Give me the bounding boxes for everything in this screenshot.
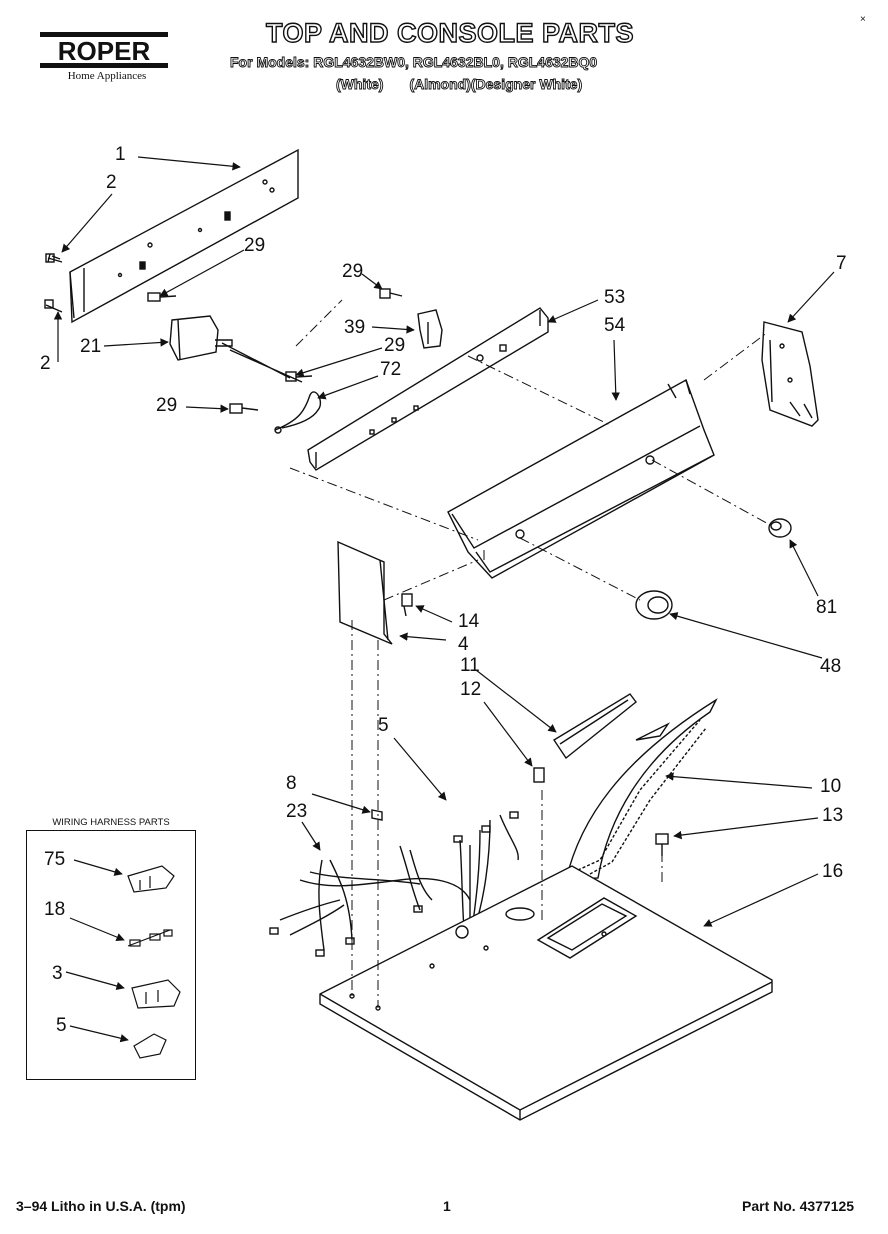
timer-part-21 bbox=[169, 315, 303, 383]
console-part-54 bbox=[447, 378, 715, 579]
callout-4: 4 bbox=[458, 634, 469, 655]
dryer-top-part-16 bbox=[319, 865, 773, 1121]
screw-part-29-c bbox=[229, 403, 259, 414]
color-almond: (Almond) bbox=[409, 76, 471, 93]
clip-part-8 bbox=[371, 809, 383, 821]
knob-part-81 bbox=[768, 518, 792, 538]
connector-part-5-inset bbox=[133, 1033, 167, 1059]
lint-housing-part-11 bbox=[553, 693, 637, 760]
callout-48: 48 bbox=[820, 656, 842, 677]
corner-mark: × bbox=[860, 14, 866, 25]
harness-callout-18: 18 bbox=[44, 899, 66, 920]
harness-callout-75: 75 bbox=[44, 849, 66, 870]
callout-29-c: 29 bbox=[156, 395, 178, 416]
wiring-harness-title: WIRING HARNESS PARTS bbox=[52, 817, 170, 828]
callout-72: 72 bbox=[380, 359, 402, 380]
brand-wordmark: ROPER bbox=[58, 36, 151, 66]
callout-2-top: 2 bbox=[106, 172, 117, 193]
roper-logo-graphic: ROPER bbox=[40, 32, 168, 68]
callout-53: 53 bbox=[604, 287, 626, 308]
harness-callout-5: 5 bbox=[56, 1015, 67, 1036]
switch-part-39 bbox=[417, 309, 443, 349]
footer-litho: 3–94 Litho in U.S.A. (tpm) bbox=[16, 1198, 186, 1214]
bracket-part-53 bbox=[307, 307, 549, 471]
harness-callout-3: 3 bbox=[52, 963, 63, 984]
rear-panel-part-1 bbox=[69, 148, 299, 324]
callout-29-a: 29 bbox=[244, 235, 266, 256]
callout-8: 8 bbox=[286, 773, 297, 794]
callout-13: 13 bbox=[822, 805, 844, 826]
screw-part-2-lower bbox=[44, 299, 63, 313]
footer-page-number: 1 bbox=[443, 1198, 451, 1214]
callout-14: 14 bbox=[458, 611, 480, 632]
callout-29-d: 29 bbox=[342, 261, 364, 282]
color-white: (White) bbox=[336, 76, 384, 93]
terminal-part-18 bbox=[127, 929, 173, 947]
page-title: TOP AND CONSOLE PARTS bbox=[265, 17, 635, 48]
callout-10: 10 bbox=[820, 776, 842, 797]
wire-harness-part-5 bbox=[269, 811, 519, 957]
model-numbers: For Models: RGL4632BW0, RGL4632BL0, RGL4… bbox=[230, 54, 598, 71]
callout-21: 21 bbox=[80, 336, 102, 357]
wiring-harness-box bbox=[26, 830, 196, 1080]
lint-screen-part-10 bbox=[565, 698, 718, 881]
clip-part-12 bbox=[533, 767, 545, 783]
callout-1: 1 bbox=[115, 144, 126, 165]
color-designer-white: (Designer White) bbox=[470, 76, 583, 93]
callout-23: 23 bbox=[286, 801, 308, 822]
footer-part-number: Part No. 4377125 bbox=[742, 1198, 855, 1214]
roper-logo: ROPER bbox=[40, 32, 168, 68]
model-colors: (White) (Almond)(Designer White) bbox=[336, 76, 666, 93]
callout-54: 54 bbox=[604, 315, 626, 336]
callout-7: 7 bbox=[836, 253, 847, 274]
end-cap-part-7 bbox=[761, 321, 819, 427]
callout-16: 16 bbox=[822, 861, 844, 882]
knob-part-48 bbox=[635, 590, 673, 620]
connector-part-3 bbox=[131, 979, 181, 1009]
brand-subtitle: Home Appliances bbox=[67, 70, 147, 82]
callout-12: 12 bbox=[460, 679, 482, 700]
callout-39: 39 bbox=[344, 317, 366, 338]
callout-11: 11 bbox=[460, 655, 480, 676]
screw-part-14 bbox=[401, 593, 413, 617]
screw-part-29-d bbox=[379, 288, 403, 299]
callout-2-bottom: 2 bbox=[40, 353, 51, 374]
screw-part-29-a bbox=[147, 292, 177, 302]
callout-29-b: 29 bbox=[384, 335, 406, 356]
callout-81: 81 bbox=[816, 597, 838, 618]
callout-5-harness: 5 bbox=[378, 715, 389, 736]
screw-part-2-upper bbox=[45, 253, 63, 263]
connector-part-75 bbox=[127, 865, 175, 893]
